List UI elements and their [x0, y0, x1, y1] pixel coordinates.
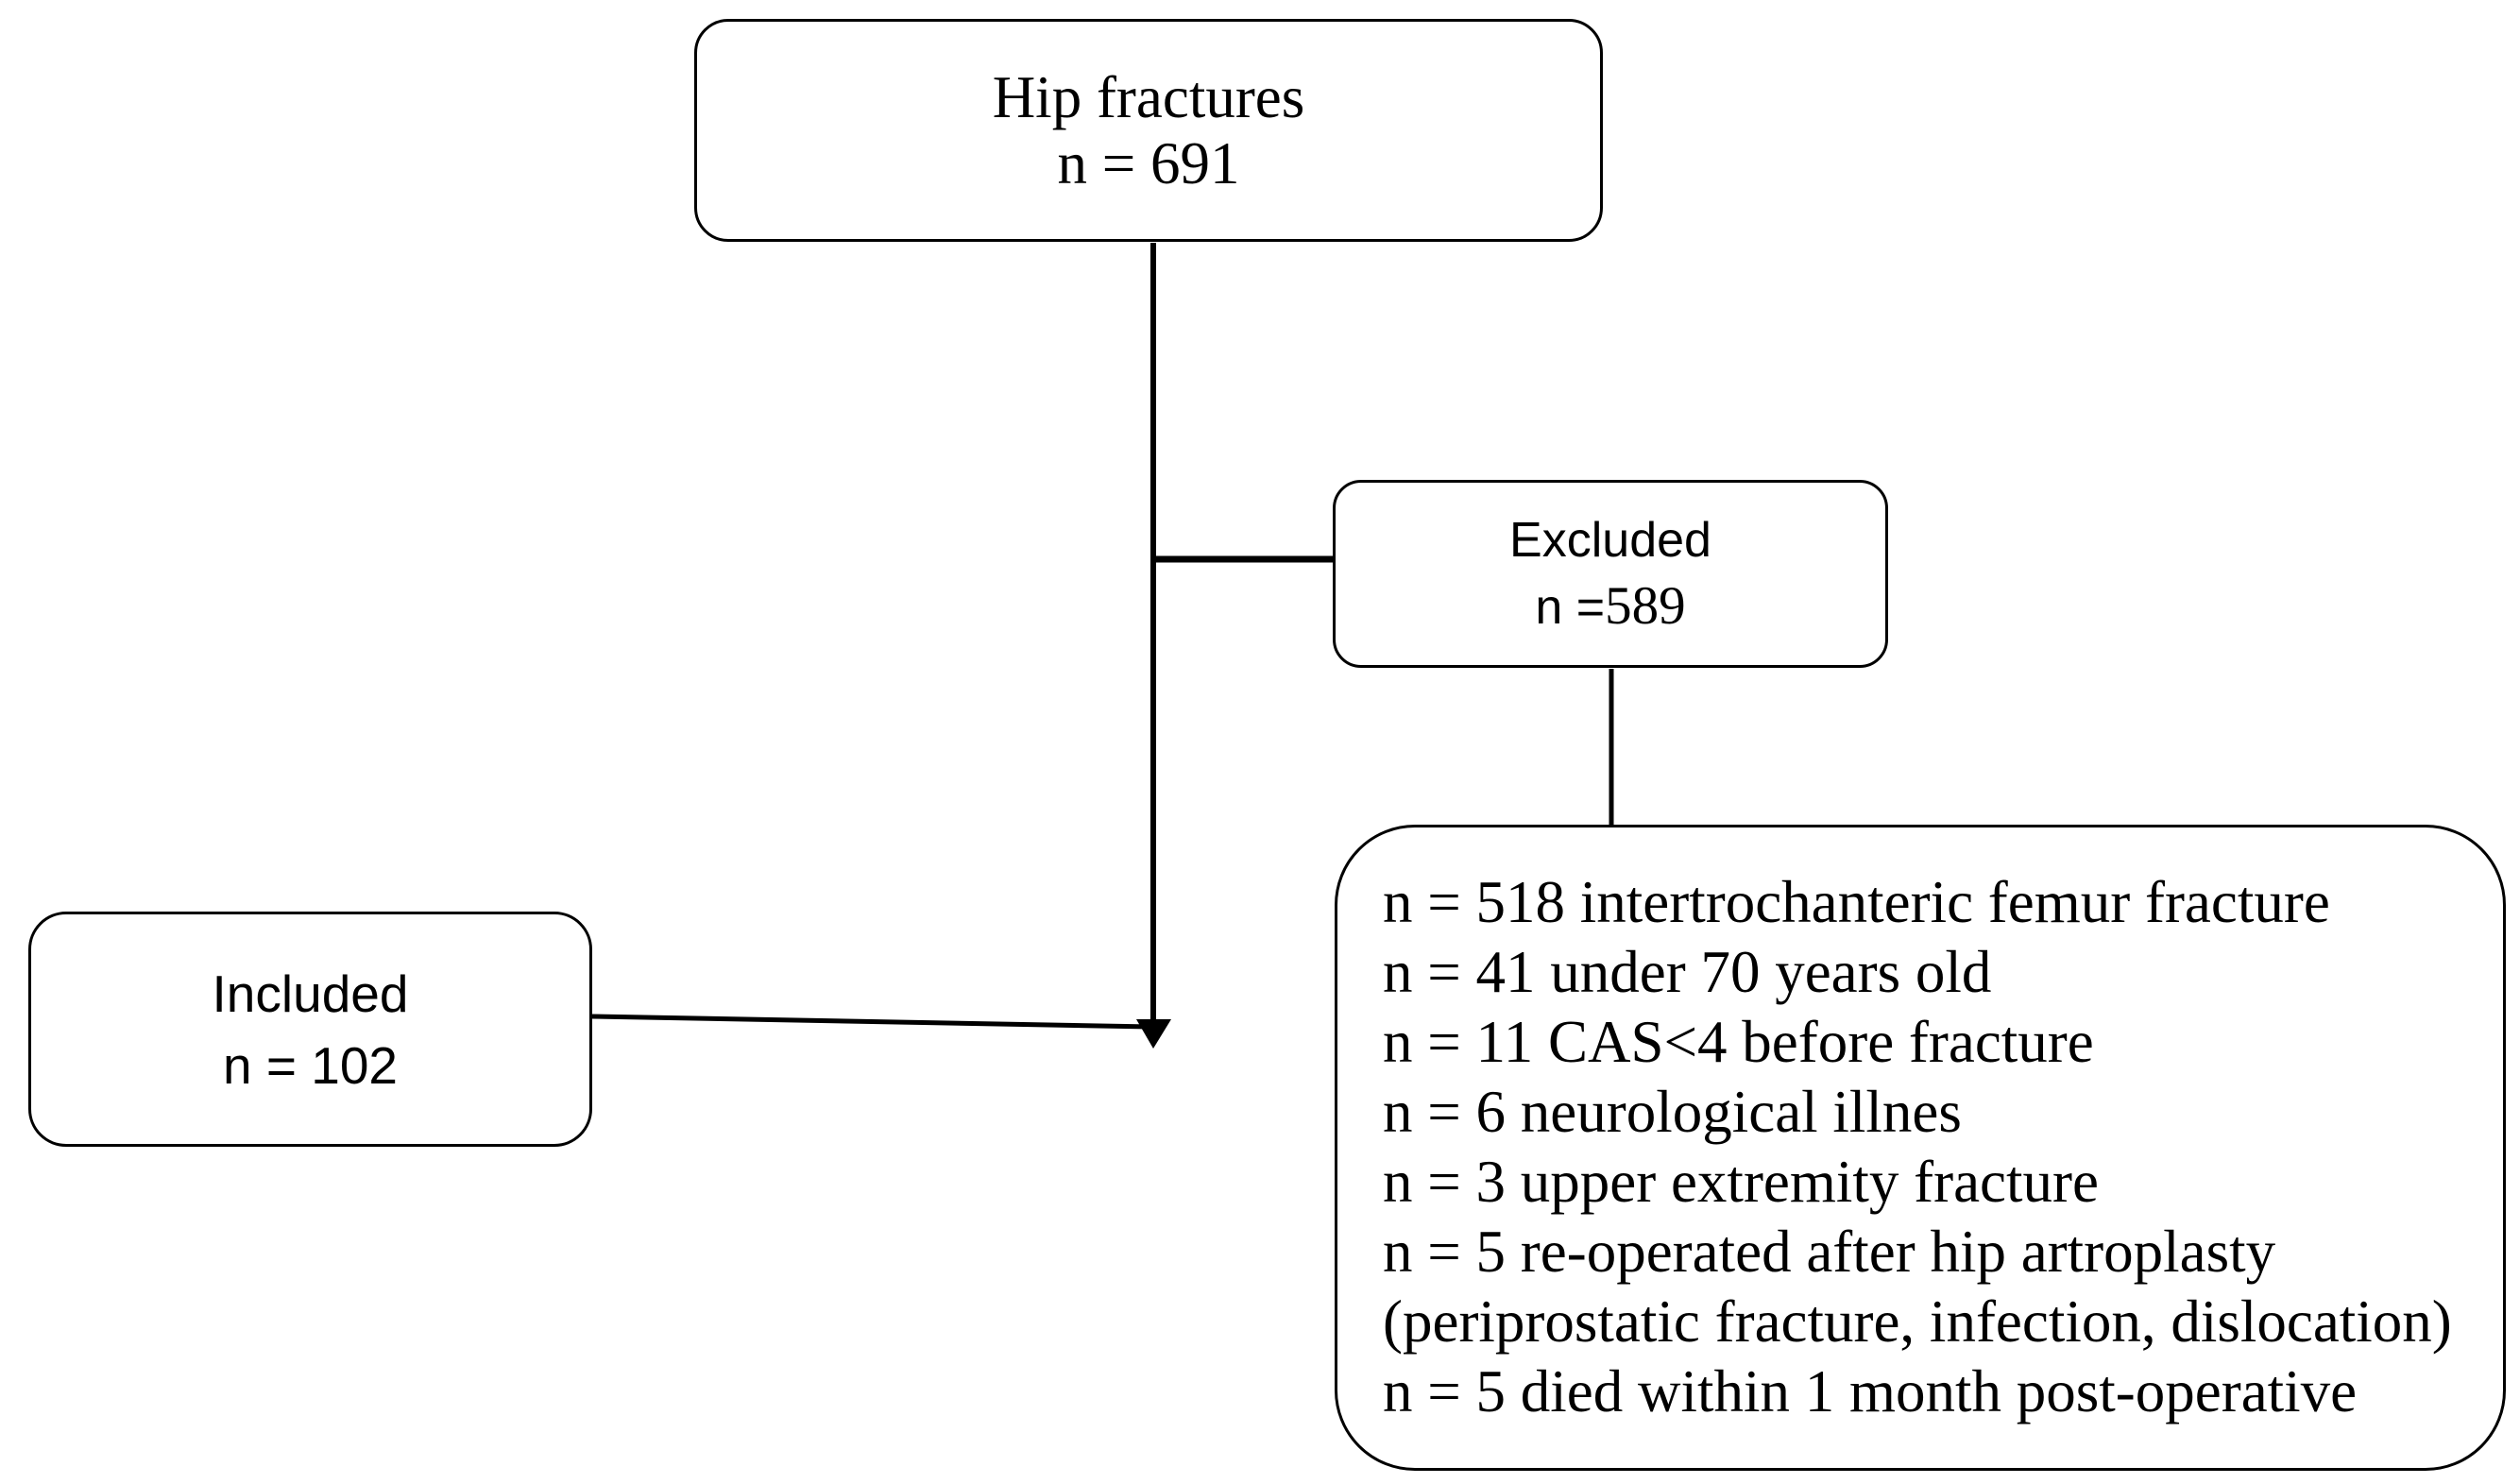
edge-included-to-junction — [591, 1014, 1152, 1030]
excluded-label: Excluded — [1509, 513, 1711, 568]
node-included: Included n = 102 — [28, 912, 592, 1147]
exclusion-reason-item: n = 11 CAS<4 before fracture — [1383, 1009, 2094, 1075]
exclusion-reason-item: n = 5 re-operated after hip artroplasty — [1383, 1219, 2276, 1285]
excluded-count: n =589 — [1336, 573, 1885, 640]
excluded-count-prefix: n = — [1535, 580, 1606, 635]
exclusion-reason-item: n = 3 upper extremity fracture — [1383, 1149, 2099, 1215]
hip-fractures-count: n = 691 — [1057, 130, 1240, 196]
arrowhead-down-icon — [1136, 1019, 1171, 1049]
exclusion-reason-item: (periprostatic fracture, infection, disl… — [1383, 1288, 2452, 1355]
exclusion-reason-item: n = 518 intertrochanteric femur fracture — [1383, 869, 2330, 935]
exclusion-reason-item: n = 5 died within 1 month post-operative — [1383, 1358, 2358, 1424]
included-label: Included — [212, 964, 409, 1023]
included-count: n = 102 — [222, 1035, 399, 1095]
node-hip-fractures: Hip fractures n = 691 — [694, 19, 1603, 242]
node-excluded: Excluded n =589 — [1333, 480, 1888, 668]
hip-fractures-label: Hip fractures — [992, 64, 1305, 130]
excluded-count-value: 589 — [1605, 576, 1686, 636]
node-exclusion-reasons: n = 518 intertrochanteric femur fracture… — [1335, 825, 2506, 1471]
exclusion-reason-item: n = 6 neurological illnes — [1383, 1079, 1962, 1145]
exclusion-reason-item: n = 41 under 70 years old — [1383, 939, 1992, 1005]
